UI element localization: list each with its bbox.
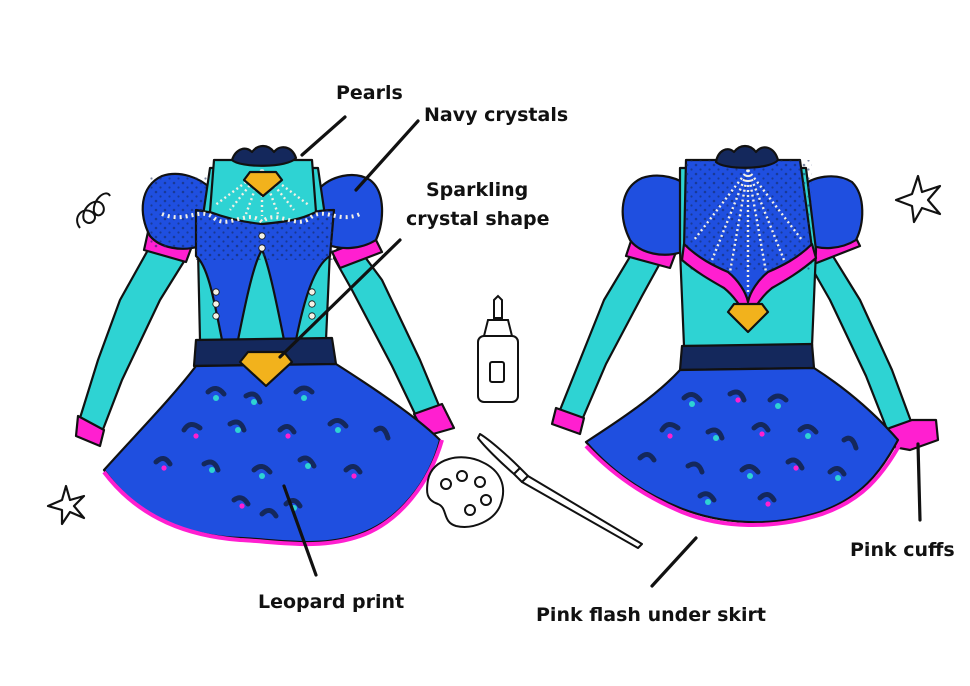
glue-bottle-icon	[477, 294, 519, 403]
back-leopard-centers	[689, 401, 841, 505]
front-waist-crystal	[238, 350, 294, 388]
front-pearl-scallop	[161, 211, 361, 225]
back-left-puff	[621, 174, 692, 256]
back-skirt	[584, 366, 900, 524]
pink-cuffs-leader	[916, 442, 922, 522]
swirl-doodle	[76, 192, 111, 229]
back-leopard-pink	[667, 397, 799, 507]
pearls-leader	[300, 115, 347, 157]
leopard-print-leader	[282, 484, 318, 577]
back-dress	[550, 144, 940, 528]
front-leopard-centers	[209, 395, 341, 511]
front-right-puff	[316, 173, 384, 250]
front-leopard-pink	[161, 433, 357, 509]
front-left-cuff	[74, 414, 106, 448]
star-doodle-right	[894, 174, 942, 224]
back-left-sleeve	[558, 238, 666, 422]
back-skirt-pink-hem	[584, 443, 902, 528]
back-collar	[714, 144, 780, 169]
front-neck-crystal	[242, 170, 284, 198]
front-dress	[74, 144, 456, 547]
navy-crystals-leader	[354, 119, 420, 192]
label-pink-cuffs: Pink cuffs	[850, 539, 955, 561]
label-sparkling-line1: Sparkling	[426, 179, 528, 201]
label-sparkling-line2: crystal shape	[406, 208, 550, 230]
label-navy-crystals: Navy crystals	[424, 104, 568, 126]
star-doodle-left	[46, 484, 86, 526]
back-pearl-strands	[693, 169, 803, 292]
sparkling-crystal-leader	[278, 238, 402, 359]
label-leopard-print: Leopard print	[258, 591, 404, 613]
pink-flash-leader	[650, 536, 698, 588]
back-waistband	[678, 342, 816, 372]
front-collar	[230, 144, 298, 167]
back-right-puff	[798, 175, 864, 250]
label-pearls: Pearls	[336, 82, 403, 104]
back-crystal	[726, 302, 770, 334]
front-pearl-columns	[212, 232, 316, 320]
paint-palette-icon	[426, 456, 505, 528]
back-left-cuff	[550, 406, 586, 436]
back-leopard-spots	[637, 389, 859, 503]
label-pink-flash: Pink flash under skirt	[536, 604, 766, 626]
front-leopard-spots	[153, 385, 391, 519]
paintbrush-icon	[477, 433, 643, 549]
front-skirt-pink-hem	[102, 439, 444, 547]
